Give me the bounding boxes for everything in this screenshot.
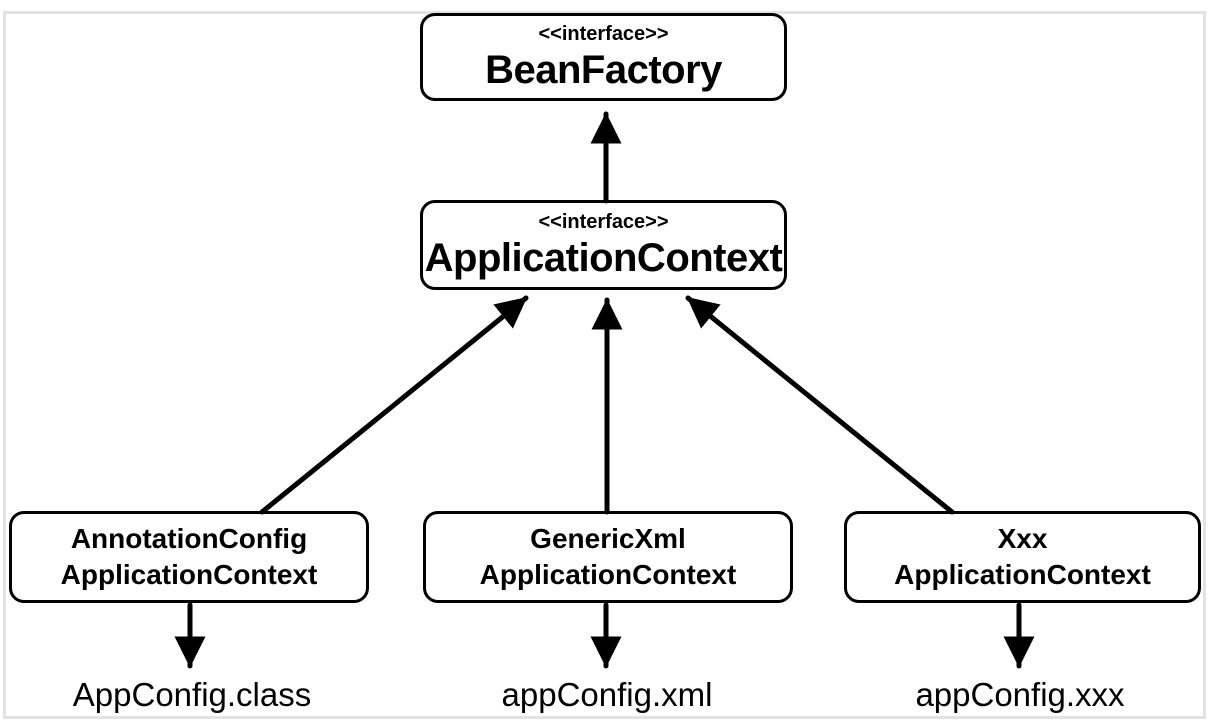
beanfactory-node: <<interface>> BeanFactory [420, 13, 787, 101]
annotationconfig-line1: AnnotationConfig [70, 523, 308, 554]
xxx-line1: Xxx [997, 523, 1048, 554]
applicationcontext-name: ApplicationContext [424, 235, 783, 280]
xxx-node: Xxx ApplicationContext [844, 511, 1201, 603]
diagram-frame-border [3, 11, 1206, 719]
genericxml-node: GenericXml ApplicationContext [423, 511, 793, 603]
appconfig-xxx-label: appConfig.xxx [915, 676, 1125, 713]
genericxml-line2: ApplicationContext [479, 559, 737, 590]
applicationcontext-node: <<interface>> ApplicationContext [420, 200, 787, 290]
beanfactory-name: BeanFactory [485, 47, 722, 92]
beanfactory-stereotype: <<interface>> [538, 22, 669, 45]
appconfig-class-label: AppConfig.class [72, 676, 312, 713]
applicationcontext-stereotype: <<interface>> [538, 210, 669, 233]
xxx-line2: ApplicationContext [894, 559, 1151, 590]
genericxml-line1: GenericXml [530, 523, 686, 554]
annotationconfig-node: AnnotationConfig ApplicationContext [9, 511, 369, 603]
annotationconfig-line2: ApplicationContext [60, 559, 318, 590]
appconfig-xml-label: appConfig.xml [501, 676, 713, 713]
